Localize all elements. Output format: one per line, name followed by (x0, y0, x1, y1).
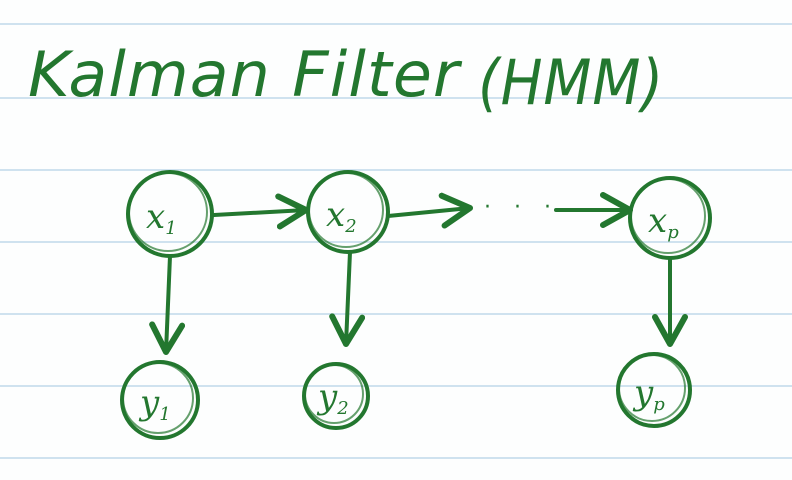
svg-text:y2: y2 (316, 377, 349, 419)
svg-text:x2: x2 (326, 195, 357, 237)
observation-nodes: y1 y2 yp (120, 352, 692, 440)
node-circle (120, 360, 200, 440)
svg-text:xp: xp (648, 201, 679, 243)
edge-x1-x2 (212, 193, 309, 230)
edge-x2-y2 (329, 250, 366, 347)
node-circle (302, 362, 370, 430)
node-circle (126, 170, 214, 258)
page-title: Kalman Filter (28, 38, 463, 111)
node-label: x (326, 195, 345, 235)
node-y1: y1 (120, 360, 200, 440)
node-label: y (632, 373, 654, 413)
chain-ellipsis: · · · (484, 195, 559, 220)
node-circle-overstroke (308, 172, 384, 248)
node-subscript: 1 (165, 218, 176, 239)
node-subscript: p (667, 222, 679, 243)
node-circle (628, 176, 712, 260)
node-circle-overstroke (618, 354, 686, 422)
node-subscript: p (653, 394, 665, 415)
node-circle-overstroke (122, 362, 194, 434)
node-label: x (146, 197, 165, 237)
node-circle (306, 170, 390, 254)
node-label: y (138, 383, 160, 423)
svg-text:yp: yp (632, 373, 665, 415)
edge-x1-y1 (149, 254, 186, 355)
edges (149, 192, 688, 355)
svg-text:x1: x1 (146, 197, 177, 239)
node-subscript: 2 (336, 398, 348, 419)
node-subscript: 2 (344, 216, 356, 237)
node-xp: xp (628, 176, 712, 260)
node-x2: x2 (306, 170, 390, 254)
page-title-suffix: (HMM) (478, 46, 664, 119)
node-circle (616, 352, 692, 428)
node-circle-overstroke (128, 172, 208, 252)
hidden-state-nodes: x1 x2 xp (126, 170, 712, 260)
node-subscript: 1 (159, 404, 170, 425)
node-yp: yp (616, 352, 692, 428)
node-label: x (648, 201, 667, 241)
ruled-lines (0, 23, 792, 459)
svg-text:y1: y1 (138, 383, 171, 425)
node-circle-overstroke (304, 364, 364, 424)
node-x1: x1 (126, 170, 214, 258)
node-y2: y2 (302, 362, 370, 430)
edge-x2-ellipsis (386, 192, 473, 229)
node-circle-overstroke (630, 178, 706, 254)
node-label: y (316, 377, 338, 417)
